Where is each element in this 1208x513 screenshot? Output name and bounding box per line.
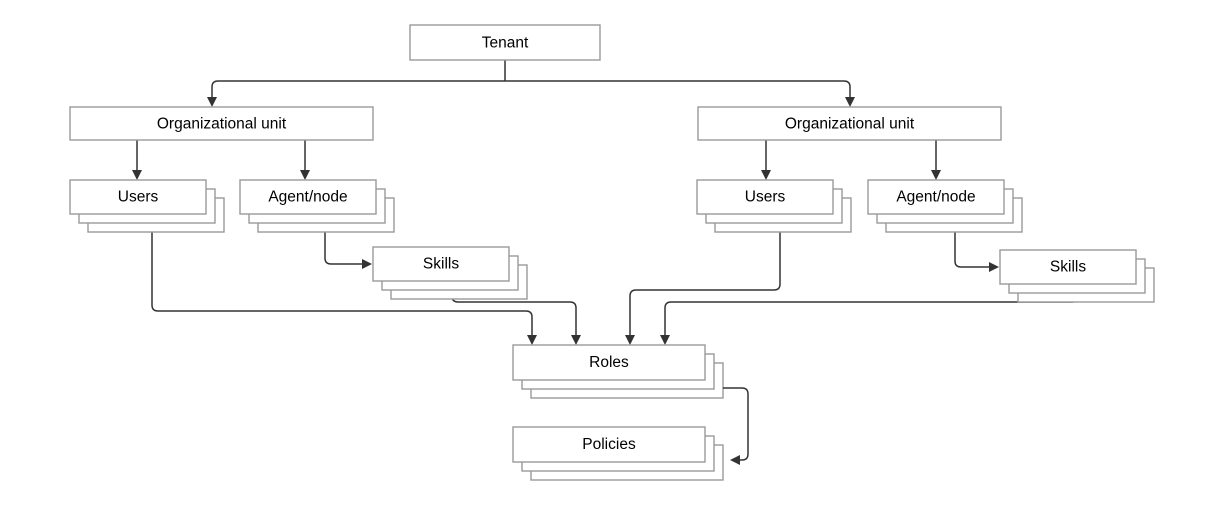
edge-arrow-skills-right [989,262,999,272]
policies-box[interactable] [512,426,706,463]
node-users-left[interactable]: Users [69,179,225,233]
edge-agent-left-to-skills-left [324,232,365,265]
org-unit-right-box[interactable] [697,106,1002,141]
node-tenant[interactable]: Tenant [409,24,601,61]
edge-roles-to-policies [723,387,749,461]
edge-tenant-to-org-unit-left [211,80,505,100]
node-skills-right[interactable]: Skills [999,249,1155,303]
org-unit-left-box[interactable] [69,106,374,141]
skills-left-box[interactable] [372,246,510,282]
edge-arrow-users-left [132,170,142,180]
users-left-box[interactable] [69,179,207,215]
edge-arrow-policies [730,455,740,465]
edge-agent-right-to-skills-right [954,232,992,268]
node-agent-node-right[interactable]: Agent/node [867,179,1023,233]
edge-arrow-agent-right [931,170,941,180]
agent-node-right-box[interactable] [867,179,1005,215]
node-policies[interactable]: Policies [512,426,724,481]
edge-arrow-org-unit-right [845,97,855,107]
users-right-box[interactable] [696,179,834,215]
node-roles[interactable]: Roles [512,344,724,399]
edge-skills-left-to-roles [451,295,577,338]
edge-arrow-skills-left [362,259,372,269]
node-org-unit-left[interactable]: Organizational unit [69,106,374,141]
agent-node-left-box[interactable] [239,179,377,215]
tenant-box[interactable] [409,24,601,61]
edge-arrow-agent-left [300,170,310,180]
edge-tenant-to-org-unit-right [505,80,851,100]
skills-right-box[interactable] [999,249,1137,285]
node-org-unit-right[interactable]: Organizational unit [697,106,1002,141]
edge-arrow-roles-from-users-left [527,335,537,345]
edge-arrow-roles-from-skills-left [571,335,581,345]
roles-box[interactable] [512,344,706,381]
edge-roles-to-policies-group [723,387,749,465]
node-skills-left[interactable]: Skills [372,246,528,300]
edge-arrow-roles-from-users-right [625,335,635,345]
edge-arrow-roles-from-skills-right [660,335,670,345]
edge-arrow-users-right [761,170,771,180]
edge-skills-right-to-roles [664,295,1079,338]
node-users-right[interactable]: Users [696,179,852,233]
node-agent-node-left[interactable]: Agent/node [239,179,395,233]
edge-arrow-org-unit-left [207,97,217,107]
edge-users-left-to-roles [151,232,533,338]
edge-users-right-to-roles [629,232,781,338]
